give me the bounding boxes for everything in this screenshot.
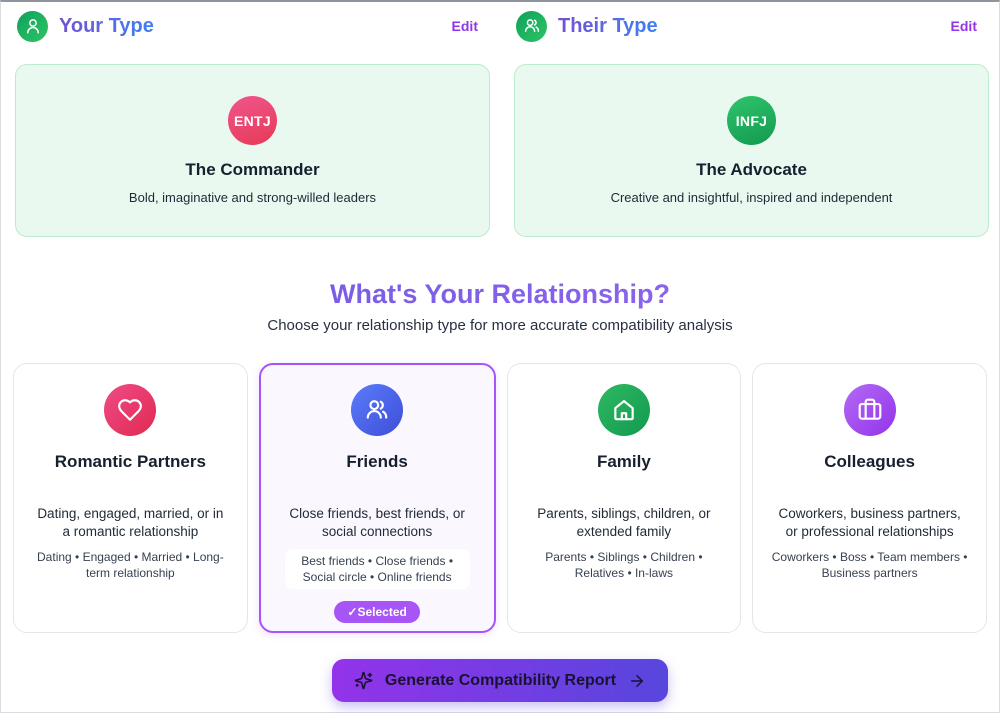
generate-report-label: Generate Compatibility Report — [384, 671, 617, 689]
relationship-card-tags: Dating • Engaged • Married • Long-term r… — [37, 550, 224, 581]
your-type-header: Your Type Edit — [1, 2, 500, 50]
relationship-card-colleagues[interactable]: Colleagues Coworkers, business partners,… — [752, 363, 987, 633]
their-type-header: Their Type Edit — [500, 2, 999, 50]
arrow-right-icon — [628, 672, 646, 690]
generate-report-button[interactable]: Generate Compatibility Report — [331, 659, 669, 702]
briefcase-icon — [843, 384, 896, 436]
relationship-card-tags: Best friends • Close friends • Social ci… — [284, 549, 470, 590]
your-type-edit-button[interactable]: Edit — [451, 18, 478, 34]
relationship-card-description: Close friends, best friends, or social c… — [289, 506, 465, 539]
type-description: Creative and insightful, inspired and in… — [610, 190, 893, 205]
relationship-card-description: Parents, siblings, children, or extended… — [537, 506, 711, 539]
type-name: The Advocate — [696, 160, 807, 179]
header: Your Type Edit Their Type Edit — [1, 2, 999, 50]
your-type-card: ENTJ The Commander Bold, imaginative and… — [15, 64, 490, 237]
home-icon — [597, 384, 650, 436]
your-type-title: Your Type — [59, 14, 154, 37]
user-icon — [17, 10, 48, 42]
type-cards-row: ENTJ The Commander Bold, imaginative and… — [1, 64, 999, 237]
type-name: The Commander — [185, 160, 320, 179]
relationship-card-tags: Parents • Siblings • Children • Relative… — [545, 550, 703, 581]
relationship-card-title: Family — [596, 452, 651, 471]
heart-icon — [104, 384, 157, 436]
users-icon — [516, 10, 547, 42]
their-type-card: INFJ The Advocate Creative and insightfu… — [514, 64, 989, 237]
selected-badge: ✓Selected — [334, 601, 420, 624]
type-description: Bold, imaginative and strong-willed lead… — [128, 190, 377, 205]
relationship-card-description: Coworkers, business partners, or profess… — [778, 506, 961, 539]
relationship-cards-row: Romantic Partners Dating, engaged, marri… — [1, 363, 999, 633]
relationship-card-romantic[interactable]: Romantic Partners Dating, engaged, marri… — [13, 363, 248, 633]
relationship-card-friends[interactable]: Friends Close friends, best friends, or … — [258, 363, 496, 633]
footer: Generate Compatibility Report — [1, 659, 999, 702]
relationship-card-tags: Coworkers • Boss • Team members • Busine… — [771, 550, 968, 581]
type-code-badge: INFJ — [727, 96, 776, 145]
relationship-card-family[interactable]: Family Parents, siblings, children, or e… — [506, 363, 742, 633]
type-code-badge: ENTJ — [228, 96, 277, 145]
relationship-card-title: Colleagues — [824, 452, 915, 471]
sparkles-icon — [354, 671, 373, 690]
relationship-card-description: Dating, engaged, married, or in a romant… — [37, 506, 224, 539]
their-type-edit-button[interactable]: Edit — [950, 18, 977, 34]
their-type-title: Their Type — [558, 14, 658, 37]
relationship-section-subtitle: Choose your relationship type for more a… — [267, 317, 733, 334]
relationship-section-title: What's Your Relationship? — [1, 279, 999, 310]
relationship-card-title: Romantic Partners — [54, 452, 206, 471]
users-icon — [351, 384, 404, 436]
relationship-card-title: Friends — [346, 452, 408, 471]
